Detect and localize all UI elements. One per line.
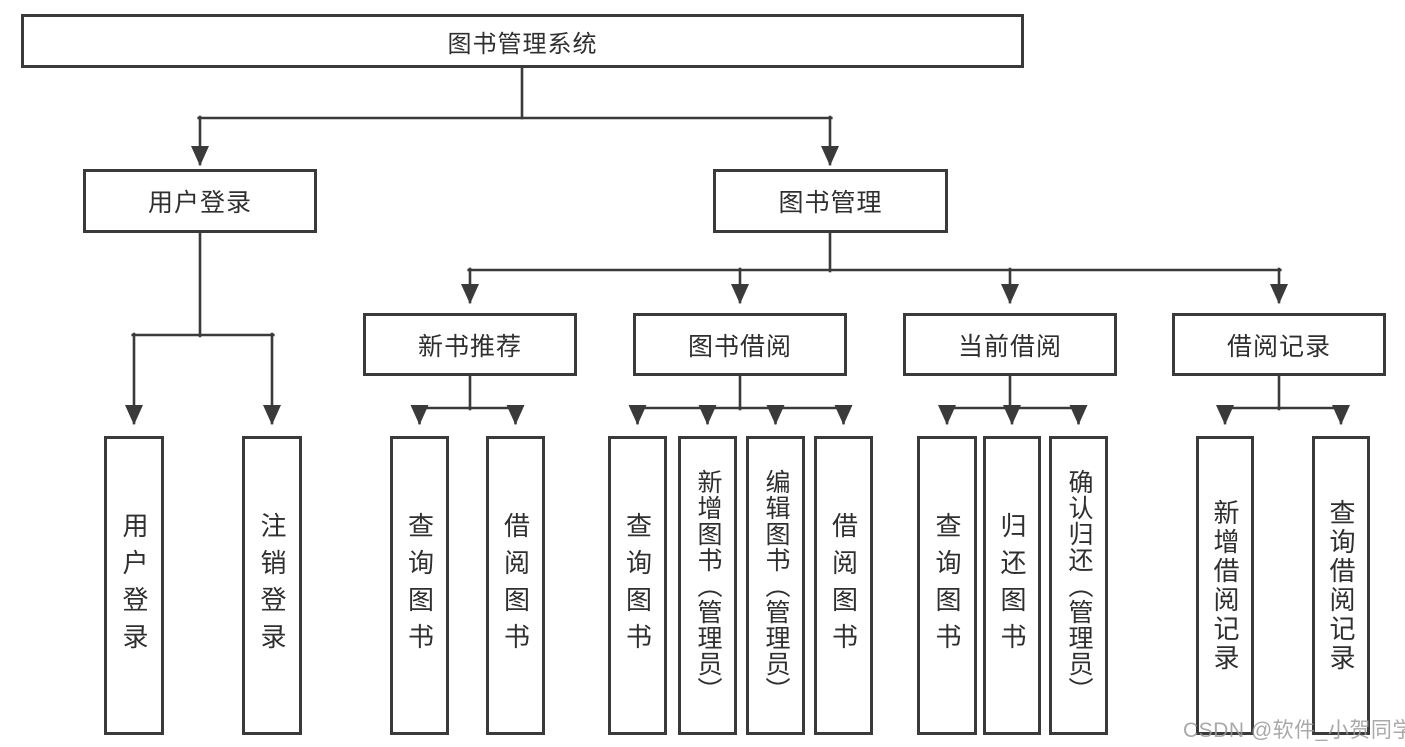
leaf-borrow-books-2: 借阅图书: [814, 436, 873, 735]
node-book-management: 图书管理: [713, 169, 948, 233]
leaf-user-login: 用户登录: [104, 436, 164, 735]
leaf-logout: 注销登录: [242, 436, 302, 735]
leaf-add-borrow-record: 新增借阅记录: [1196, 436, 1254, 735]
leaf-label: 新增图书（管理员）: [694, 468, 722, 703]
leaf-label: 查询图书: [932, 511, 962, 660]
leaf-label: 查询图书: [404, 511, 435, 660]
leaf-label: 查询图书: [622, 511, 653, 660]
leaf-query-books-3: 查询图书: [917, 436, 977, 735]
leaf-label: 确认归还（管理员）: [1065, 468, 1093, 703]
leaf-label: 查询借阅记录: [1326, 498, 1356, 673]
leaf-borrow-books-1: 借阅图书: [486, 436, 545, 735]
leaf-label: 借阅图书: [828, 511, 859, 660]
leaf-query-books-2: 查询图书: [608, 436, 667, 735]
leaf-edit-books-admin: 编辑图书（管理员）: [746, 436, 805, 735]
leaf-label: 注销登录: [257, 511, 287, 660]
leaf-label: 归还图书: [997, 511, 1027, 660]
leaf-add-books-admin: 新增图书（管理员）: [678, 436, 737, 735]
node-borrow-records: 借阅记录: [1172, 313, 1386, 376]
node-book-borrow: 图书借阅: [633, 313, 847, 376]
leaf-label: 编辑图书（管理员）: [762, 468, 790, 703]
node-user-login: 用户登录: [83, 169, 317, 233]
leaf-query-borrow-record: 查询借阅记录: [1312, 436, 1370, 735]
leaf-return-books: 归还图书: [983, 436, 1041, 735]
leaf-label: 借阅图书: [500, 511, 531, 660]
leaf-confirm-return-admin: 确认归还（管理员）: [1049, 436, 1108, 735]
leaf-query-books-1: 查询图书: [390, 436, 449, 735]
leaf-label: 新增借阅记录: [1210, 498, 1240, 673]
csdn-watermark: CSDN @软件_小贺同学: [1183, 719, 1405, 742]
node-root-system: 图书管理系统: [21, 14, 1024, 68]
node-new-book-recommend: 新书推荐: [363, 313, 577, 376]
leaf-label: 用户登录: [119, 511, 149, 660]
node-current-borrow: 当前借阅: [903, 313, 1117, 376]
